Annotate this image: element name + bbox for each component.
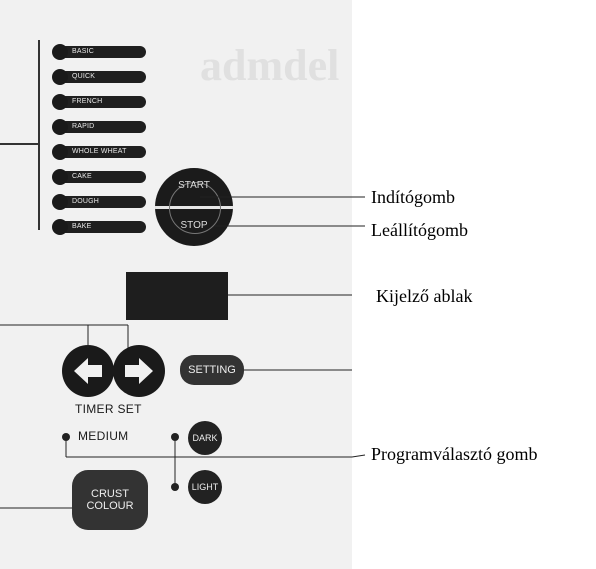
- callout-start: Indítógomb: [371, 187, 455, 207]
- stop-label: STOP: [180, 220, 208, 231]
- program-bracket-connector: [0, 143, 40, 145]
- medium-indicator-dot: [62, 433, 70, 441]
- light-button[interactable]: LIGHT: [188, 470, 222, 504]
- timer-set-label: TIMER SET: [75, 402, 142, 416]
- program-indicator-dot: [52, 144, 68, 160]
- program-indicator-dot: [52, 119, 68, 135]
- setting-label: SETTING: [188, 364, 236, 376]
- program-item[interactable]: FRENCH: [52, 94, 152, 110]
- background-heading: admdel: [200, 41, 340, 90]
- program-label: QUICK: [60, 71, 146, 83]
- program-indicator-dot: [52, 69, 68, 85]
- program-item[interactable]: CAKE: [52, 169, 152, 185]
- program-label: CAKE: [60, 171, 146, 183]
- program-item[interactable]: WHOLE WHEAT: [52, 144, 152, 160]
- dark-label: DARK: [192, 433, 218, 443]
- control-panel: admdel BASIC QUICK FRENCH RAPID WHOLE WHEAT C…: [0, 0, 352, 569]
- start-label: START: [178, 180, 210, 191]
- program-label: BASIC: [60, 46, 146, 58]
- display-window: [126, 272, 228, 320]
- crust-colour-button[interactable]: CRUST COLOUR: [72, 470, 148, 530]
- crust-label-line1: CRUST: [91, 488, 129, 500]
- medium-label: MEDIUM: [78, 429, 129, 443]
- program-label: FRENCH: [60, 96, 146, 108]
- arrow-right-icon: [125, 358, 153, 384]
- dark-button[interactable]: DARK: [188, 421, 222, 455]
- program-label: BAKE: [60, 221, 146, 233]
- program-label: DOUGH: [60, 196, 146, 208]
- setting-button[interactable]: SETTING: [180, 355, 244, 385]
- arrow-left-icon: [74, 358, 102, 384]
- dark-indicator-dot: [171, 433, 179, 441]
- program-indicator-dot: [52, 169, 68, 185]
- program-item[interactable]: QUICK: [52, 69, 152, 85]
- program-indicator-dot: [52, 94, 68, 110]
- callout-stop: Leállítógomb: [371, 220, 468, 240]
- program-item[interactable]: RAPID: [52, 119, 152, 135]
- program-label: RAPID: [60, 121, 146, 133]
- program-bracket-line: [38, 40, 40, 230]
- program-item[interactable]: BASIC: [52, 44, 152, 60]
- start-stop-ring: [169, 182, 221, 234]
- callout-program: Programválasztó gomb: [371, 444, 538, 464]
- timer-left-button[interactable]: [62, 345, 114, 397]
- program-indicator-dot: [52, 194, 68, 210]
- program-label: WHOLE WHEAT: [60, 146, 146, 158]
- program-indicator-dot: [52, 44, 68, 60]
- timer-right-button[interactable]: [113, 345, 165, 397]
- callout-display: Kijelző ablak: [376, 286, 473, 306]
- program-item[interactable]: DOUGH: [52, 194, 152, 210]
- start-stop-button[interactable]: START STOP: [155, 168, 233, 246]
- program-item[interactable]: BAKE: [52, 219, 152, 235]
- program-indicator-dot: [52, 219, 68, 235]
- crust-label-line2: COLOUR: [86, 500, 134, 512]
- light-label: LIGHT: [191, 482, 219, 492]
